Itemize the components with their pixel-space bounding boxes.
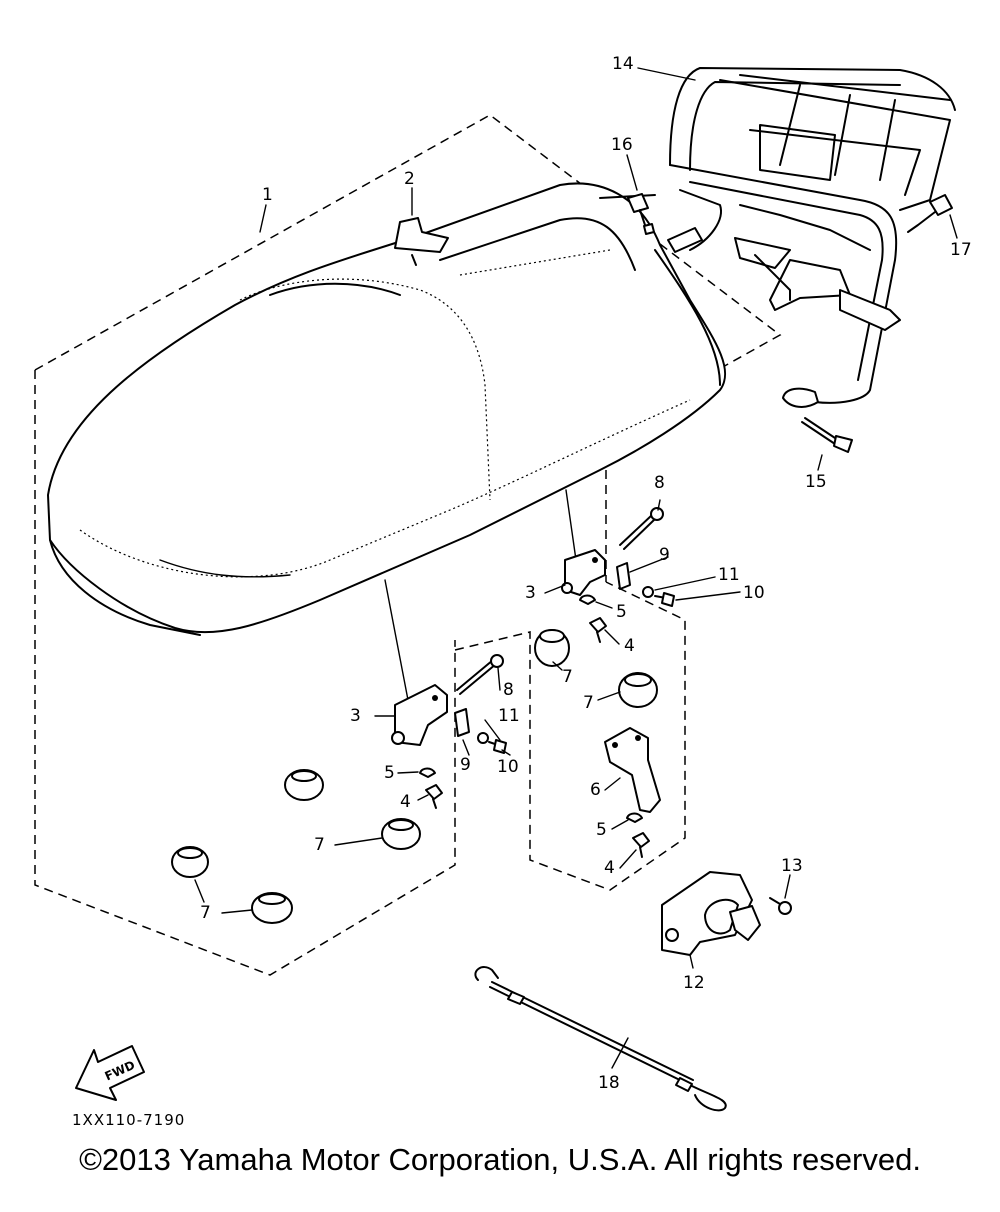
damper-7-c bbox=[284, 769, 324, 801]
carrier-rack-part bbox=[599, 67, 956, 408]
callout-4-right: 4 bbox=[604, 858, 615, 878]
damper-7-part bbox=[171, 629, 658, 924]
seat-lock-part bbox=[661, 871, 761, 956]
callout-4-upper: 4 bbox=[624, 636, 635, 656]
callout-5-lower: 5 bbox=[384, 763, 395, 783]
bracket-3-front-part bbox=[391, 684, 448, 746]
bolt-8-upper-part bbox=[619, 507, 664, 550]
bolt-15-part bbox=[801, 417, 853, 453]
callout-15: 15 bbox=[805, 472, 827, 492]
copyright-notice: ©2013 Yamaha Motor Corporation, U.S.A. A… bbox=[79, 1142, 921, 1177]
seat-strap-part bbox=[394, 217, 449, 266]
bracket-3-rear-part bbox=[561, 549, 606, 596]
callout-11-lower: 11 bbox=[498, 706, 520, 726]
forward-arrow-icon: FWD bbox=[75, 1045, 145, 1101]
callout-8-lower: 8 bbox=[503, 680, 514, 700]
callout-9-lower: 9 bbox=[460, 755, 471, 775]
leader-line bbox=[384, 579, 409, 701]
callout-numbers: 1 2 14 16 17 15 8 9 11 10 3 5 4 7 8 7 3 … bbox=[200, 54, 972, 1093]
callout-3-front: 3 bbox=[350, 706, 361, 726]
nut-plate-9-lower-part bbox=[454, 708, 470, 737]
callout-7-b: 7 bbox=[583, 693, 594, 713]
seat-part bbox=[47, 182, 727, 636]
cable-18-part bbox=[474, 966, 727, 1112]
callout-10-lower: 10 bbox=[497, 757, 519, 777]
callout-17: 17 bbox=[950, 240, 972, 260]
callout-10-upper: 10 bbox=[743, 583, 765, 603]
damper-7-b bbox=[618, 672, 658, 708]
drawing-code: 1XX110-7190 bbox=[72, 1111, 185, 1129]
callout-13: 13 bbox=[781, 856, 803, 876]
callout-14: 14 bbox=[612, 54, 634, 74]
callout-3-rear: 3 bbox=[525, 583, 536, 603]
damper-7-f bbox=[251, 892, 293, 924]
callout-16: 16 bbox=[611, 135, 633, 155]
bolt-10-lower-part bbox=[477, 732, 507, 754]
nut-plate-9-upper-part bbox=[616, 562, 631, 590]
callout-4-lower: 4 bbox=[400, 792, 411, 812]
callout-7-d: 7 bbox=[200, 903, 211, 923]
bracket-6-part bbox=[604, 727, 661, 813]
bolt-16-part bbox=[627, 193, 655, 235]
bolt-4-part bbox=[425, 617, 650, 858]
clip-5-part bbox=[419, 594, 643, 823]
callout-18: 18 bbox=[598, 1073, 620, 1093]
damper-7-e bbox=[171, 846, 209, 878]
parts-diagram: 1 2 14 16 17 15 8 9 11 10 3 5 4 7 8 7 3 … bbox=[34, 54, 972, 1129]
callout-5-upper: 5 bbox=[616, 602, 627, 622]
callout-7-c: 7 bbox=[314, 835, 325, 855]
screw-13-part bbox=[769, 897, 792, 915]
bolt-8-lower-part bbox=[456, 654, 504, 695]
callout-11-upper: 11 bbox=[718, 565, 740, 585]
callout-8-upper: 8 bbox=[654, 473, 665, 493]
callout-6: 6 bbox=[590, 780, 601, 800]
bolt-10-upper-part bbox=[642, 586, 675, 607]
callout-9-upper: 9 bbox=[659, 545, 670, 565]
callout-7-a: 7 bbox=[562, 667, 573, 687]
callout-leaders bbox=[194, 67, 958, 1069]
callout-1: 1 bbox=[262, 185, 273, 205]
damper-7-d bbox=[381, 818, 421, 850]
damper-7-a bbox=[534, 629, 570, 667]
callout-12: 12 bbox=[683, 973, 705, 993]
leader-line bbox=[565, 489, 577, 561]
callout-2: 2 bbox=[404, 169, 415, 189]
callout-5-right: 5 bbox=[596, 820, 607, 840]
bolt-17-part bbox=[907, 194, 953, 233]
